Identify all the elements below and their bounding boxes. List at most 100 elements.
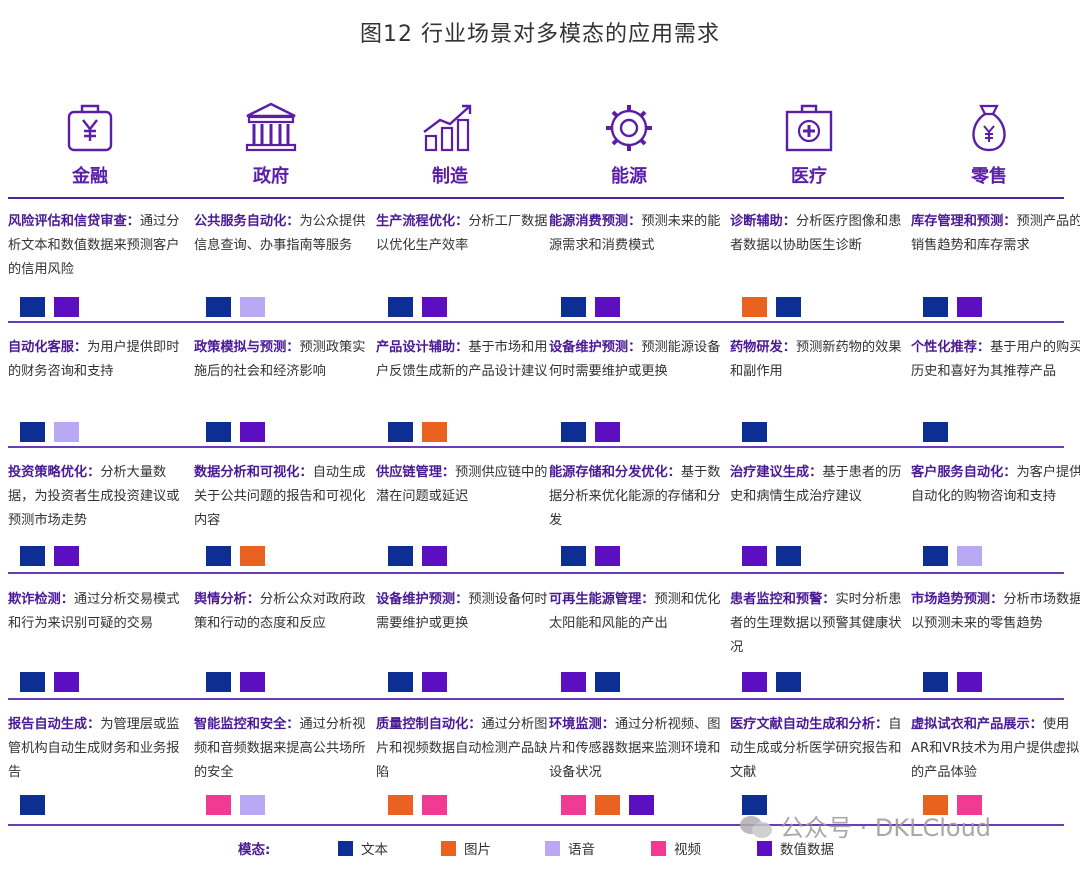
column-label: 能源 bbox=[611, 166, 647, 187]
growth-chart-icon bbox=[420, 100, 480, 156]
scenario-description: 基于患者的历史和病情生成治疗建议 bbox=[730, 465, 902, 504]
scenario-cell: 生产流程优化：分析工厂数据以优化生产效率 bbox=[376, 210, 548, 258]
scenario-keyword: 舆情分析： bbox=[194, 592, 260, 607]
column-label: 政府 bbox=[253, 166, 289, 187]
scenario-keyword: 数据分析和可视化： bbox=[194, 465, 313, 480]
scenario-cell: 可再生能源管理：预测和优化太阳能和风能的产出 bbox=[549, 588, 721, 636]
column-label: 制造 bbox=[432, 166, 468, 187]
modality-swatch-text bbox=[923, 546, 948, 566]
modality-swatch-numeric bbox=[629, 795, 654, 815]
scenario-keyword: 风险评估和信贷审查： bbox=[8, 214, 140, 229]
modality-swatch-text bbox=[20, 422, 45, 442]
modality-swatch-text bbox=[388, 672, 413, 692]
scenario-cell: 环境监测：通过分析视频、图片和传感器数据来监测环境和设备状况 bbox=[549, 713, 721, 785]
scenario-description: 自动生成或分析医学研究报告和文献 bbox=[730, 717, 902, 780]
scenario-keyword: 智能监控和安全： bbox=[194, 717, 300, 732]
scenario-description: 基于用户的购买历史和喜好为其推荐产品 bbox=[911, 340, 1080, 379]
scenario-cell: 智能监控和安全：通过分析视频和音频数据来提高公共场所的安全 bbox=[194, 713, 366, 785]
modality-swatch-voice bbox=[240, 795, 265, 815]
modality-swatch-text bbox=[923, 422, 948, 442]
scenario-description: 为管理层或监管机构自动生成财务和业务报告 bbox=[8, 717, 180, 780]
scenario-keyword: 政策模拟与预测： bbox=[194, 340, 300, 355]
scenario-description: 基于数据分析来优化能源的存储和分发 bbox=[549, 465, 721, 528]
modality-swatches bbox=[742, 795, 776, 815]
scenario-keyword: 虚拟试衣和产品展示： bbox=[911, 717, 1043, 732]
scenario-keyword: 个性化推荐： bbox=[911, 340, 991, 355]
modality-swatches bbox=[561, 297, 629, 317]
scenario-cell: 投资策略优化：分析大量数据，为投资者生成投资建议或预测市场走势 bbox=[8, 461, 180, 533]
modality-swatch-image bbox=[240, 546, 265, 566]
legend-item-video: 视频 bbox=[651, 838, 701, 858]
scenario-description: 预测和优化太阳能和风能的产出 bbox=[549, 592, 721, 631]
scenario-cell: 产品设计辅助：基于市场和用户反馈生成新的产品设计建议 bbox=[376, 336, 548, 384]
legend-swatch bbox=[651, 841, 666, 856]
column-head-finance: 金融 bbox=[0, 100, 180, 188]
modality-swatch-numeric bbox=[54, 297, 79, 317]
legend-label: 视频 bbox=[674, 842, 701, 858]
modality-swatch-numeric bbox=[595, 297, 620, 317]
modality-swatch-numeric bbox=[742, 546, 767, 566]
row-divider bbox=[8, 572, 1064, 574]
modality-swatch-video bbox=[561, 795, 586, 815]
scenario-keyword: 能源存储和分发优化： bbox=[549, 465, 681, 480]
scenario-description: 通过分析视频、图片和传感器数据来监测环境和设备状况 bbox=[549, 717, 721, 780]
modality-swatches bbox=[388, 422, 456, 442]
modality-swatches bbox=[561, 546, 629, 566]
scenario-description: 使用AR和VR技术为用户提供虚拟的产品体验 bbox=[911, 717, 1080, 780]
legend-label: 文本 bbox=[361, 842, 388, 858]
modality-swatches bbox=[923, 795, 991, 815]
modality-swatch-text bbox=[561, 297, 586, 317]
scenario-keyword: 生产流程优化： bbox=[376, 214, 469, 229]
legend-label: 数值数据 bbox=[780, 842, 834, 858]
scenario-cell: 自动化客服：为用户提供即时的财务咨询和支持 bbox=[8, 336, 180, 384]
medical-kit-icon bbox=[779, 100, 839, 156]
scenario-keyword: 产品设计辅助： bbox=[376, 340, 469, 355]
scenario-cell: 供应链管理：预测供应链中的潜在问题或延迟 bbox=[376, 461, 548, 509]
scenario-keyword: 设备维护预测： bbox=[549, 340, 642, 355]
legend-label: 语音 bbox=[568, 842, 595, 858]
modality-swatches bbox=[742, 546, 810, 566]
modality-swatches bbox=[742, 297, 810, 317]
scenario-keyword: 报告自动生成： bbox=[8, 717, 101, 732]
modality-swatch-text bbox=[776, 546, 801, 566]
modality-swatches bbox=[388, 546, 456, 566]
modality-swatches bbox=[923, 672, 991, 692]
modality-swatch-numeric bbox=[595, 546, 620, 566]
modality-swatch-voice bbox=[240, 297, 265, 317]
legend-swatch bbox=[441, 841, 456, 856]
scenario-cell: 数据分析和可视化：自动生成关于公共问题的报告和可视化内容 bbox=[194, 461, 366, 533]
scenario-keyword: 环境监测： bbox=[549, 717, 615, 732]
modality-swatches bbox=[20, 297, 88, 317]
scenario-keyword: 能源消费预测： bbox=[549, 214, 642, 229]
modality-swatch-text bbox=[742, 422, 767, 442]
column-head-energy: 能源 bbox=[539, 100, 719, 188]
column-head-retail: 零售 bbox=[899, 100, 1079, 188]
modality-swatch-video bbox=[422, 795, 447, 815]
modality-swatch-numeric bbox=[240, 672, 265, 692]
scenario-description: 预测供应链中的潜在问题或延迟 bbox=[376, 465, 548, 504]
scenario-cell: 欺诈检测：通过分析交易模式和行为来识别可疑的交易 bbox=[8, 588, 180, 636]
page-title: 图12 行业场景对多模态的应用需求 bbox=[360, 22, 720, 47]
scenario-description: 为客户提供自动化的购物咨询和支持 bbox=[911, 465, 1080, 504]
modality-swatch-image bbox=[388, 795, 413, 815]
modality-swatch-numeric bbox=[240, 422, 265, 442]
modality-swatch-text bbox=[206, 422, 231, 442]
modality-swatches bbox=[206, 672, 274, 692]
modality-swatch-image bbox=[923, 795, 948, 815]
modality-swatches bbox=[561, 672, 629, 692]
scenario-cell: 舆情分析：分析公众对政府政策和行动的态度和反应 bbox=[194, 588, 366, 636]
scenario-keyword: 公共服务自动化： bbox=[194, 214, 300, 229]
column-head-healthcare: 医疗 bbox=[719, 100, 899, 188]
modality-swatch-voice bbox=[957, 546, 982, 566]
scenario-description: 预测政策实施后的社会和经济影响 bbox=[194, 340, 366, 379]
scenario-cell: 药物研发：预测新药物的效果和副作用 bbox=[730, 336, 902, 384]
column-label: 金融 bbox=[72, 166, 108, 187]
scenario-keyword: 供应链管理： bbox=[376, 465, 456, 480]
scenario-cell: 政策模拟与预测：预测政策实施后的社会和经济影响 bbox=[194, 336, 366, 384]
column-head-manufacturing: 制造 bbox=[360, 100, 540, 188]
bottom-divider bbox=[8, 824, 1064, 826]
modality-swatches bbox=[561, 795, 663, 815]
modality-swatch-numeric bbox=[422, 297, 447, 317]
scenario-description: 分析医疗图像和患者数据以协助医生诊断 bbox=[730, 214, 902, 253]
modality-swatches bbox=[206, 546, 274, 566]
